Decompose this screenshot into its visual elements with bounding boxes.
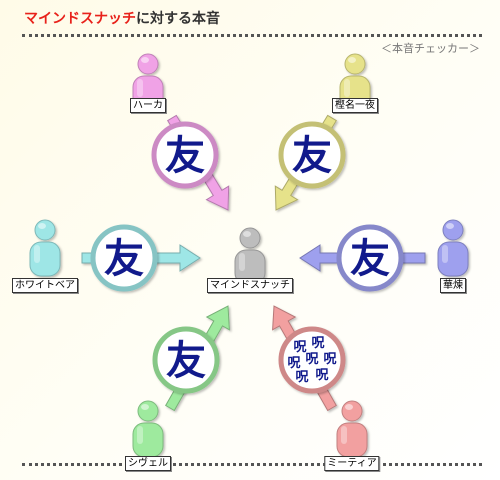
white-name-label: ホワイトベア (12, 278, 78, 293)
bottom-divider (22, 463, 482, 466)
metia-figure (336, 400, 368, 458)
siguel-feeling-symbol: 友 (166, 338, 206, 384)
siguel-feeling-badge: 友 (152, 326, 220, 394)
karen-feeling-symbol: 友 (350, 236, 390, 282)
kashi-feeling-badge: 友 (278, 121, 346, 189)
metia-feeling-symbol: 呪 (293, 340, 306, 355)
metia-name-label: ミーティア (324, 456, 380, 471)
metia-feeling-symbol: 呪 (287, 356, 300, 371)
title-highlight: マインドスナッチ (24, 11, 136, 27)
metia-feeling-symbol: 呪 (323, 352, 336, 367)
karen-feeling-badge: 友 (336, 224, 404, 292)
metia-feeling-symbol: 呪 (311, 336, 324, 351)
white-feeling-badge: 友 (90, 224, 158, 292)
siguel-figure (132, 400, 164, 458)
top-divider (22, 34, 482, 37)
metia-feeling-symbol: 呪 (295, 370, 308, 385)
center-name-label: マインドスナッチ (207, 278, 293, 293)
haka-feeling-symbol: 友 (165, 133, 205, 179)
center-figure (234, 227, 266, 285)
metia-feeling-badge: 呪呪呪呪呪呪呪 (278, 326, 346, 394)
white-figure (29, 219, 61, 277)
title-rest: に対する本音 (136, 11, 220, 27)
karen-name-label: 華煉 (440, 278, 466, 293)
kashi-feeling-symbol: 友 (292, 133, 332, 179)
white-feeling-symbol: 友 (104, 236, 144, 282)
metia-feeling-symbol: 呪 (305, 352, 318, 367)
haka-feeling-badge: 友 (151, 121, 219, 189)
subtitle: ＜本音チェッカー＞ (381, 42, 480, 55)
metia-feeling-symbol: 呪 (315, 368, 328, 383)
karen-figure (437, 219, 469, 277)
kashi-name-label: 樫名一夜 (332, 98, 378, 113)
haka-name-label: ハーカ (130, 98, 166, 113)
page-title: マインドスナッチに対する本音 (24, 8, 220, 28)
siguel-name-label: シヴェル (125, 456, 171, 471)
